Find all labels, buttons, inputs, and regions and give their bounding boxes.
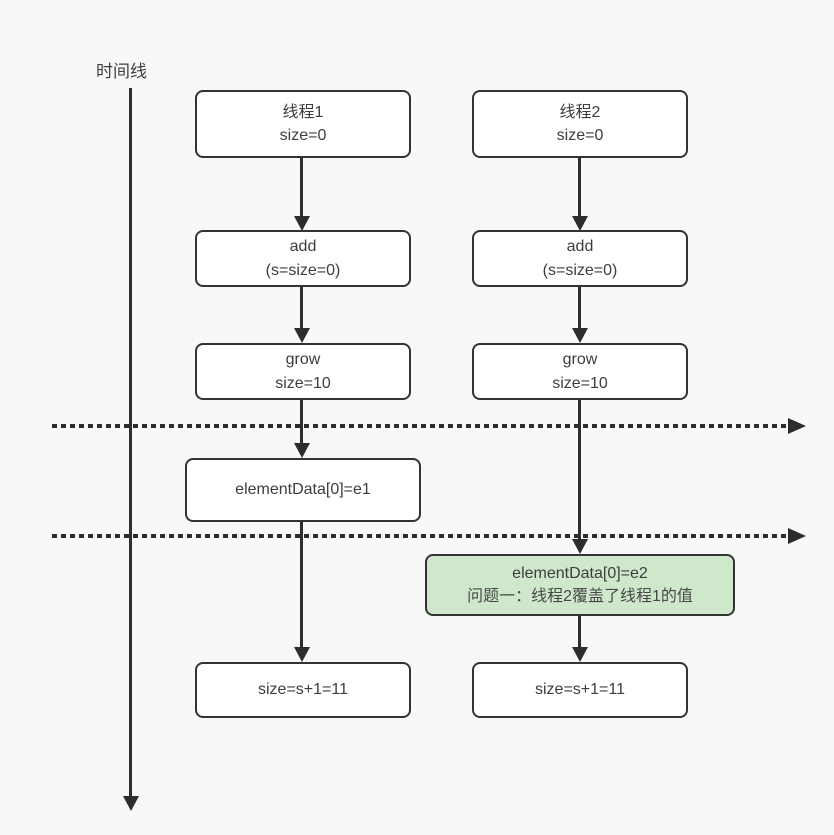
thread2-result-node: size=s+1=11 bbox=[472, 662, 688, 718]
thread2-connector-2-arrow bbox=[578, 287, 581, 328]
thread1-write-text: elementData[0]=e1 bbox=[235, 481, 371, 499]
thread1-grow-title: grow bbox=[285, 351, 321, 369]
thread1-connector-3-arrow bbox=[300, 400, 303, 443]
thread2-connector-4-arrow bbox=[578, 616, 581, 647]
dashed-separator-arrow-1 bbox=[52, 418, 806, 434]
thread1-result-text: size=s+1=11 bbox=[258, 681, 348, 699]
thread1-write-node: elementData[0]=e1 bbox=[185, 458, 421, 522]
thread2-connector-3-arrow bbox=[578, 400, 581, 539]
thread2-grow-detail: size=10 bbox=[552, 374, 608, 392]
thread1-grow-detail: size=10 bbox=[275, 374, 331, 392]
thread2-add-title: add bbox=[566, 238, 594, 256]
thread1-start-size: size=0 bbox=[279, 127, 327, 144]
thread2-grow-node: grow size=10 bbox=[472, 343, 688, 400]
dashed-separator-arrow-2 bbox=[52, 528, 806, 544]
thread1-start-title: 线程1 bbox=[282, 103, 324, 121]
thread2-start-size: size=0 bbox=[556, 127, 604, 144]
thread2-result-text: size=s+1=11 bbox=[535, 681, 625, 699]
thread1-result-node: size=s+1=11 bbox=[195, 662, 411, 718]
timeline-down-arrow bbox=[129, 88, 132, 796]
thread2-connector-1-arrow bbox=[578, 158, 581, 216]
thread2-write-node-highlighted: elementData[0]=e2 问题一：线程2覆盖了线程1的值 bbox=[425, 554, 735, 616]
thread1-connector-4-arrow bbox=[300, 522, 303, 647]
timeline-label: 时间线 bbox=[96, 62, 147, 81]
thread1-add-detail: (s=size=0) bbox=[265, 261, 341, 279]
thread1-connector-1-arrow bbox=[300, 158, 303, 216]
thread1-connector-2-arrow bbox=[300, 287, 303, 328]
thread2-add-detail: (s=size=0) bbox=[542, 261, 618, 279]
thread2-add-node: add (s=size=0) bbox=[472, 230, 688, 287]
thread1-add-title: add bbox=[289, 238, 317, 256]
thread2-write-text: elementData[0]=e2 bbox=[512, 564, 648, 582]
thread1-grow-node: grow size=10 bbox=[195, 343, 411, 400]
thread1-add-node: add (s=size=0) bbox=[195, 230, 411, 287]
thread2-start-title: 线程2 bbox=[559, 103, 601, 121]
thread2-problem-note: 问题一：线程2覆盖了线程1的值 bbox=[467, 588, 693, 605]
thread2-grow-title: grow bbox=[562, 351, 598, 369]
thread2-start-node: 线程2 size=0 bbox=[472, 90, 688, 158]
thread1-start-node: 线程1 size=0 bbox=[195, 90, 411, 158]
